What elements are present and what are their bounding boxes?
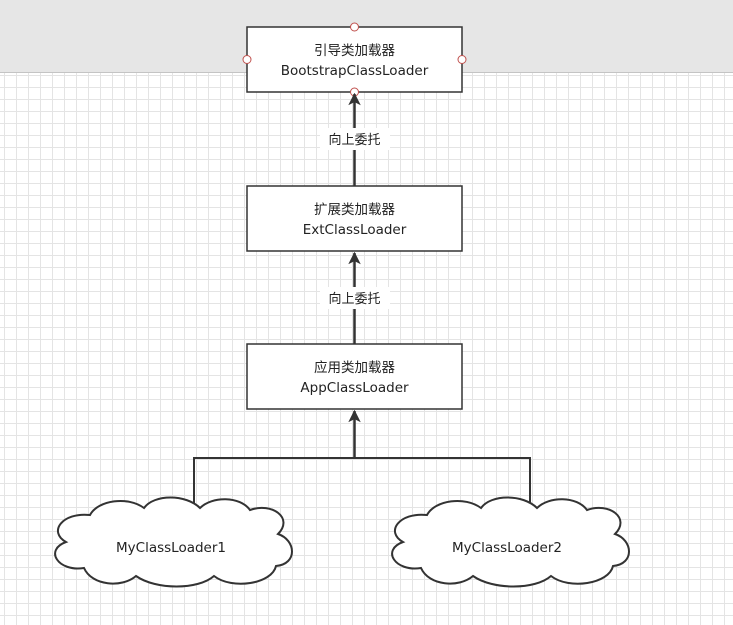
edge-label-delegate-2: 向上委托 bbox=[328, 291, 380, 307]
ext-title: 扩展类加载器 bbox=[314, 202, 395, 218]
ext-subtitle: ExtClassLoader bbox=[303, 222, 407, 238]
edge-ext-to-bootstrap[interactable]: 向上委托 bbox=[320, 92, 390, 186]
edge-custom-to-app[interactable] bbox=[193, 409, 531, 507]
edge-label-delegate-1: 向上委托 bbox=[328, 132, 380, 148]
handle-left[interactable] bbox=[242, 55, 252, 64]
bootstrap-title: 引导类加载器 bbox=[314, 43, 395, 59]
app-classloader-node[interactable]: 应用类加载器 AppClassLoader bbox=[246, 343, 463, 410]
app-subtitle: AppClassLoader bbox=[300, 380, 409, 396]
selection-handles[interactable] bbox=[242, 22, 467, 97]
bootstrap-classloader-node[interactable]: 引导类加载器 BootstrapClassLoader bbox=[246, 26, 463, 93]
app-title: 应用类加载器 bbox=[314, 359, 395, 376]
myclassloader1-label: MyClassLoader1 bbox=[116, 540, 226, 556]
myclassloader2-label: MyClassLoader2 bbox=[452, 540, 562, 556]
myclassloader1-cloud[interactable]: MyClassLoader1 bbox=[54, 496, 293, 588]
bootstrap-subtitle: BootstrapClassLoader bbox=[281, 63, 429, 79]
myclassloader2-cloud[interactable]: MyClassLoader2 bbox=[391, 496, 630, 588]
handle-right[interactable] bbox=[457, 55, 467, 64]
edge-app-to-ext[interactable]: 向上委托 bbox=[320, 251, 390, 344]
ext-classloader-node[interactable]: 扩展类加载器 ExtClassLoader bbox=[246, 185, 463, 252]
handle-top[interactable] bbox=[350, 22, 359, 32]
